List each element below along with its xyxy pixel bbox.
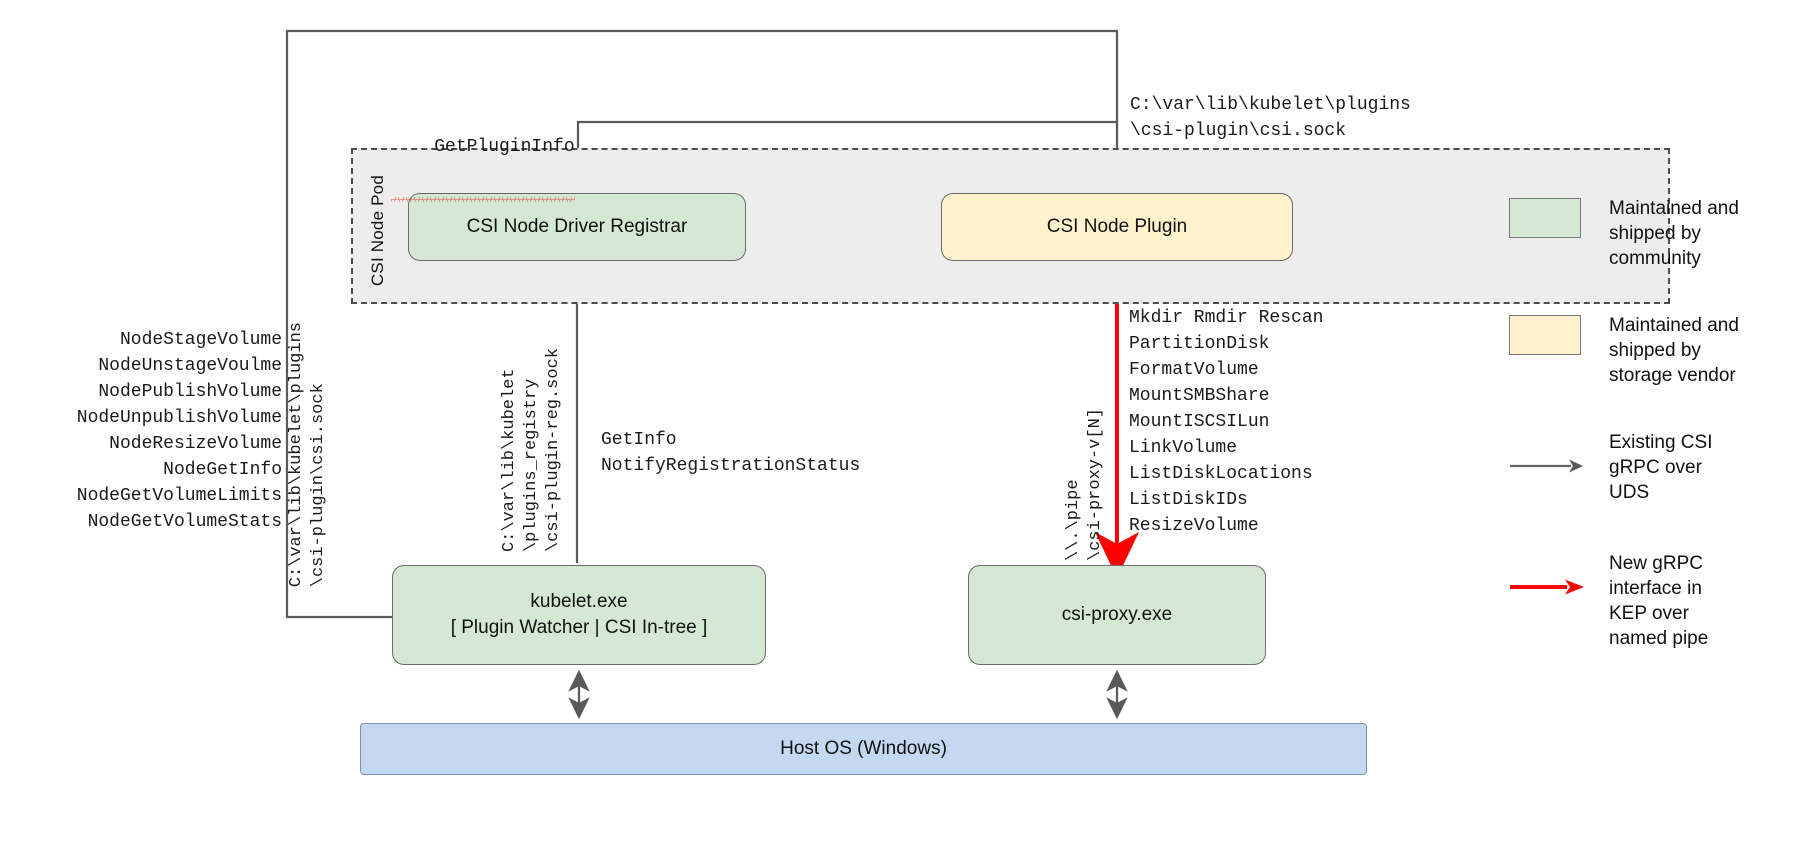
legend-item-new-grpc: New gRPC interface in KEP over named pip… [1509, 551, 1809, 651]
label-vertical-named-pipe-path: \\.\pipe \csi-proxy-v[N] [1064, 408, 1105, 562]
node-csi-node-driver-registrar-label: CSI Node Driver Registrar [466, 216, 688, 238]
legend-item-vendor: Maintained and shipped by storage vendor [1509, 313, 1809, 388]
legend-label-vendor: Maintained and shipped by storage vendor [1609, 315, 1739, 386]
label-csi-node-api-list: NodeStageVolume NodeUnstageVoulme NodePu… [76, 330, 282, 532]
green-swatch-icon [1509, 198, 1581, 238]
node-csi-proxy-exe-label: csi-proxy.exe [1061, 604, 1173, 626]
node-kubelet-exe-sublabel: [ Plugin Watcher | CSI In-tree ] [450, 617, 708, 638]
csi-node-pod-label: CSI Node Pod [368, 175, 387, 287]
label-csi-proxy-api-list: Mkdir Rmdir Rescan PartitionDisk FormatV… [1129, 308, 1324, 536]
label-get-plugin-info: GetPluginInfo [391, 117, 575, 202]
legend-label-community: Maintained and shipped by community [1609, 198, 1739, 269]
node-host-os-label: Host OS (Windows) [780, 738, 947, 760]
spellcheck-underline-icon [391, 197, 575, 202]
label-plugin-socket-path: C:\var\lib\kubelet\plugins \csi-plugin\c… [1130, 95, 1411, 141]
legend-label-new-grpc: New gRPC interface in KEP over named pip… [1609, 553, 1709, 649]
label-get-plugin-info-text: GetPluginInfo [434, 137, 575, 157]
node-csi-node-plugin[interactable]: CSI Node Plugin [941, 193, 1293, 261]
node-host-os[interactable]: Host OS (Windows) [360, 723, 1367, 775]
label-registration-api-list: GetInfo NotifyRegistrationStatus [601, 430, 861, 476]
node-csi-proxy-exe[interactable]: csi-proxy.exe [968, 565, 1266, 665]
label-vertical-csi-socket-path: C:\var\lib\kubelet\plugins \csi-plugin\c… [287, 322, 328, 588]
gray-arrow-icon [1510, 459, 1583, 473]
red-arrow-icon [1510, 579, 1584, 595]
node-csi-node-plugin-label: CSI Node Plugin [1046, 216, 1188, 238]
legend-label-existing-csi: Existing CSI gRPC over UDS [1609, 432, 1713, 503]
node-kubelet-exe[interactable]: kubelet.exe [ Plugin Watcher | CSI In-tr… [392, 565, 766, 665]
legend-key-community [1509, 196, 1587, 240]
legend: Maintained and shipped by community Main… [1509, 196, 1809, 693]
label-vertical-registry-socket-path: C:\var\lib\kubelet \plugins_registry \cs… [500, 348, 563, 553]
node-csi-node-driver-registrar[interactable]: CSI Node Driver Registrar [408, 193, 746, 261]
legend-key-new-grpc [1509, 551, 1587, 609]
node-kubelet-exe-label: kubelet.exe [530, 591, 628, 613]
legend-key-existing-csi [1509, 430, 1587, 488]
legend-item-community: Maintained and shipped by community [1509, 196, 1809, 271]
legend-item-existing-csi: Existing CSI gRPC over UDS [1509, 430, 1809, 505]
yellow-swatch-icon [1509, 315, 1581, 355]
legend-key-vendor [1509, 313, 1587, 357]
